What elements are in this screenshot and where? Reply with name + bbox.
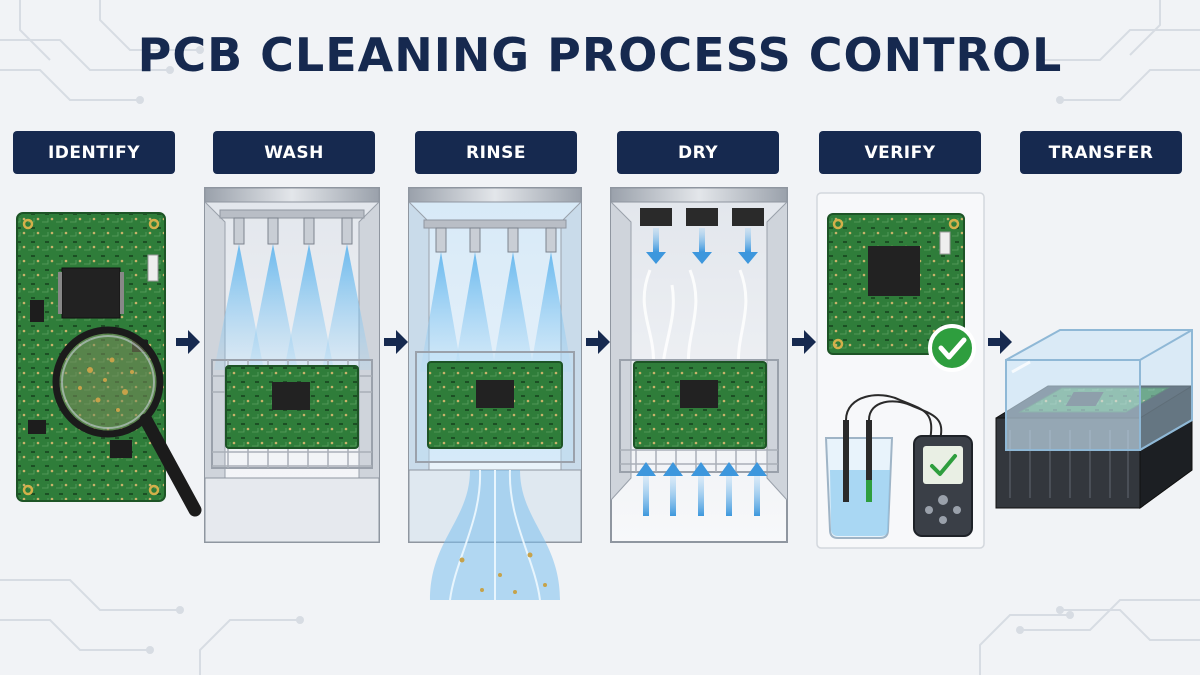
flow-arrows (176, 330, 1012, 354)
storage-box-icon (995, 329, 1193, 509)
arrow-right-icon (384, 330, 408, 354)
airflow-icon (646, 228, 758, 264)
arrow-right-icon (988, 330, 1012, 354)
step-label-verify: VERIFY (819, 131, 981, 174)
arrow-right-icon (792, 330, 816, 354)
step-label-wash: WASH (213, 131, 375, 174)
checkmark-icon (928, 324, 976, 372)
verify-panel (816, 192, 985, 549)
rinse-chamber (408, 187, 582, 601)
water-stream-icon (430, 469, 560, 601)
magnifier-icon (52, 326, 202, 517)
page-title: PCB CLEANING PROCESS CONTROL (137, 28, 1063, 82)
step-label-rinse: RINSE (415, 131, 577, 174)
step-label-identify: IDENTIFY (13, 131, 175, 174)
step-label-transfer: TRANSFER (1020, 131, 1182, 174)
arrow-right-icon (586, 330, 610, 354)
step-label-dry: DRY (617, 131, 779, 174)
wash-chamber (204, 187, 380, 543)
dry-chamber (610, 187, 788, 543)
arrow-right-icon (176, 330, 200, 354)
